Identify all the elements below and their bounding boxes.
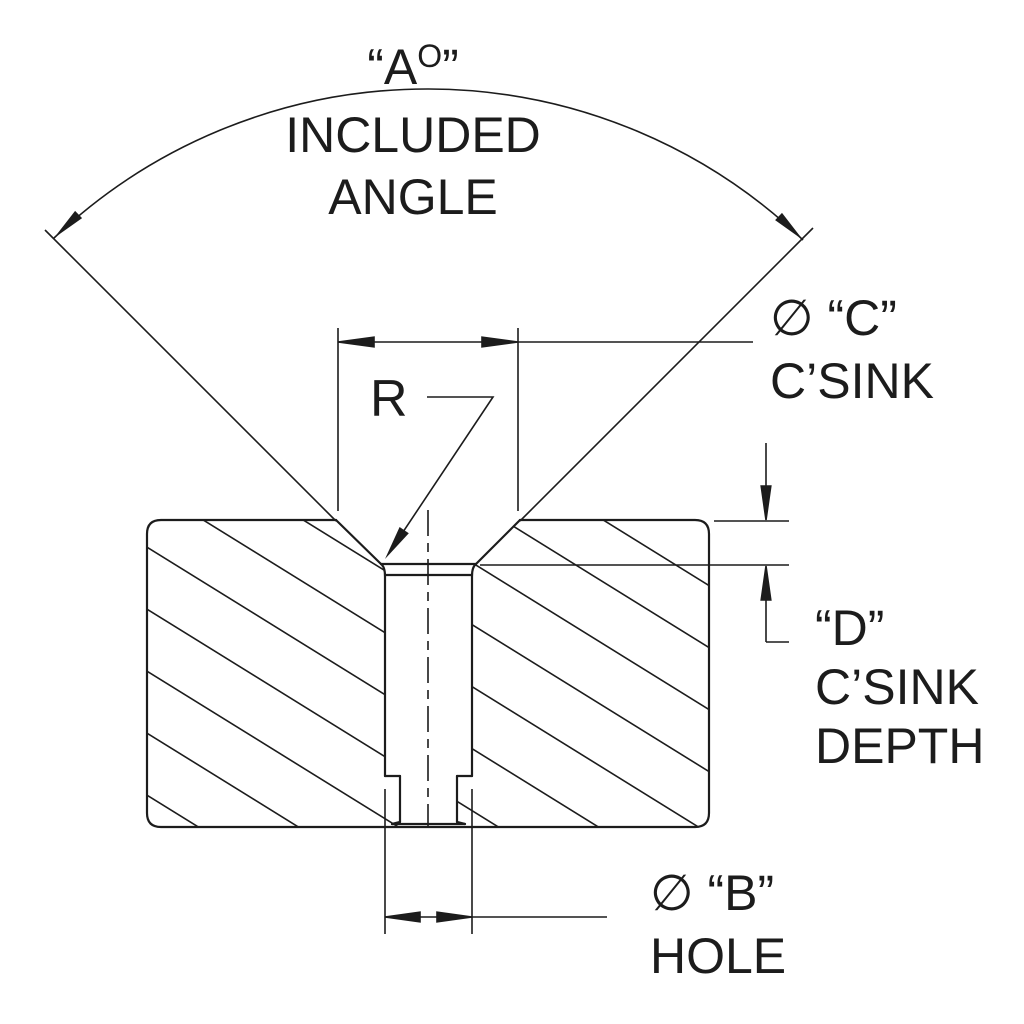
angle-extension-right bbox=[519, 227, 814, 522]
r-leader bbox=[385, 396, 495, 559]
c-arrowhead-left bbox=[337, 336, 375, 348]
depth-symbol: “D” bbox=[815, 600, 885, 656]
hole-profile bbox=[334, 518, 522, 826]
countersink-left-flank bbox=[334, 518, 383, 566]
r-leader-line bbox=[388, 396, 495, 554]
hatch-line bbox=[147, 666, 709, 827]
hatch-line bbox=[147, 520, 709, 653]
hatch-line bbox=[147, 520, 709, 591]
csink-diameter-label: ∅ “C” C’SINK bbox=[770, 287, 934, 413]
r-arrowhead bbox=[385, 527, 409, 559]
included-word: INCLUDED bbox=[285, 107, 541, 163]
angle-extension-left bbox=[44, 229, 337, 522]
csink-diameter-symbol: ∅ “C” bbox=[770, 290, 897, 346]
b-arrowhead-left bbox=[384, 911, 421, 923]
angle-arrowhead-left bbox=[54, 210, 83, 238]
angle-symbol-post: ” bbox=[442, 39, 459, 95]
angle-word: ANGLE bbox=[328, 169, 498, 225]
angle-symbol: “AO” bbox=[163, 36, 663, 104]
angle-arc bbox=[53, 88, 804, 241]
countersink-right-flank bbox=[474, 518, 522, 566]
included-angle-label: “AO” INCLUDED ANGLE bbox=[163, 36, 663, 228]
b-arrowhead-right bbox=[436, 911, 473, 923]
d-arrowhead-upper bbox=[760, 485, 772, 521]
b-dimension bbox=[384, 789, 607, 934]
angle-arrowhead-right bbox=[775, 212, 803, 240]
c-dimension bbox=[337, 328, 753, 511]
hatch-line bbox=[147, 728, 709, 827]
d-dimension bbox=[480, 443, 789, 643]
c-arrowhead-right bbox=[481, 336, 519, 348]
csink-depth-label: “D” C’SINK DEPTH bbox=[815, 599, 984, 776]
depth-word: DEPTH bbox=[815, 718, 985, 774]
hole-diameter-symbol: ∅ “B” bbox=[650, 865, 775, 921]
depth-csink-word: C’SINK bbox=[815, 659, 979, 715]
angle-symbol-pre: “A bbox=[367, 39, 418, 95]
angle-degree-mark: O bbox=[417, 38, 443, 74]
angle-dimension bbox=[44, 88, 814, 522]
hole-diameter-label: ∅ “B” HOLE bbox=[650, 862, 786, 988]
csink-word: C’SINK bbox=[770, 353, 934, 409]
d-arrowhead-lower bbox=[760, 565, 772, 601]
radius-label: R bbox=[370, 370, 408, 428]
hole-word: HOLE bbox=[650, 928, 787, 984]
